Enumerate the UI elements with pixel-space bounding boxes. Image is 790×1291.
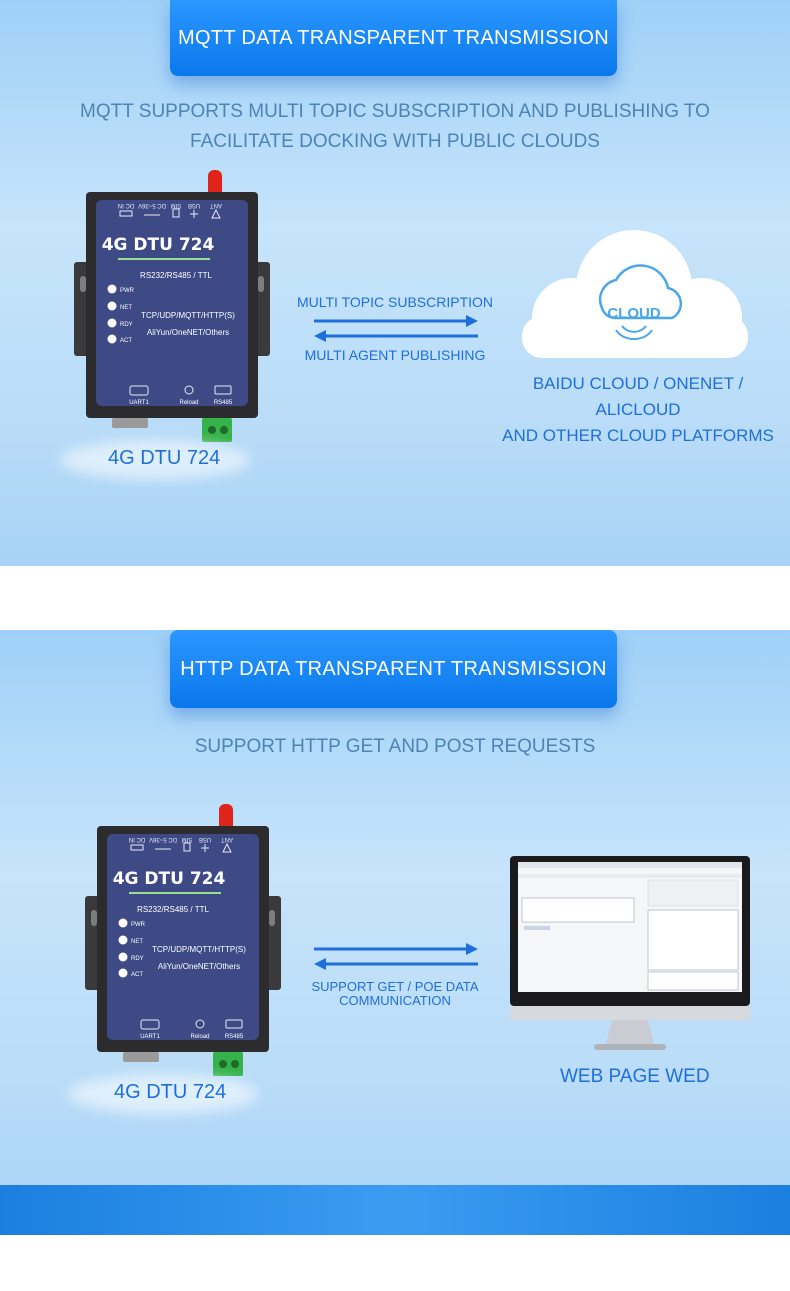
arrow-bottom-text: MULTI AGENT PUBLISHING bbox=[304, 347, 486, 363]
led-pwr-label: PWR bbox=[131, 922, 146, 928]
monitor-label: WEB PAGE WED bbox=[560, 1066, 710, 1087]
http-banner-title: HTTP DATA TRANSPARENT TRANSMISSION bbox=[180, 657, 607, 680]
monitor-icon bbox=[510, 856, 750, 1050]
http-subtitle: SUPPORT HTTP GET AND POST REQUESTS bbox=[194, 736, 596, 757]
dtu-device-image: DC IN DC 5~36V SIM USB ANT 4G DTU 724 RS… bbox=[74, 170, 270, 442]
port-uart-label: UART1 bbox=[129, 400, 149, 406]
device-label: 4G DTU 724 bbox=[108, 447, 221, 469]
device-label: 4G DTU 724 bbox=[114, 1081, 227, 1103]
port-ant-label: ANT bbox=[210, 202, 222, 208]
mqtt-banner: MQTT DATA TRANSPARENT TRANSMISSION bbox=[170, 0, 617, 76]
cloud-word: CLOUD bbox=[607, 305, 660, 322]
port-rs485-label: RS485 bbox=[225, 1034, 244, 1040]
device-clouds: AliYun/OneNET/Others bbox=[147, 328, 229, 337]
port-rs485-label: RS485 bbox=[214, 400, 233, 406]
port-reload-label: Reload bbox=[190, 1034, 209, 1040]
antenna-icon bbox=[219, 804, 233, 832]
arrow-text: SUPPORT GET / POE DATA COMMUNICATION bbox=[290, 980, 500, 1008]
device-interfaces: RS232/RS485 / TTL bbox=[140, 271, 212, 280]
port-dcin-label: DC IN bbox=[118, 202, 134, 208]
led-act-label: ACT bbox=[131, 972, 143, 978]
device-protocols: TCP/UDP/MQTT/HTTP(S) bbox=[152, 945, 246, 954]
port-ant-label: ANT bbox=[221, 836, 233, 842]
mqtt-banner-title: MQTT DATA TRANSPARENT TRANSMISSION bbox=[177, 26, 609, 49]
device-face bbox=[107, 834, 259, 1040]
led-rdy-label: RDY bbox=[131, 956, 144, 962]
device-title: 4G DTU 724 bbox=[102, 235, 215, 255]
led-act-label: ACT bbox=[120, 338, 132, 344]
cloud-line1: BAIDU CLOUD / ONENET / ALICLOUD bbox=[532, 374, 744, 419]
port-uart-label: UART1 bbox=[140, 1034, 160, 1040]
port-dc-label: DC 5~36V bbox=[138, 202, 166, 208]
arrow-line1: SUPPORT GET / POE DATA bbox=[311, 979, 479, 994]
cloud-line2: AND OTHER CLOUD PLATFORMS bbox=[502, 426, 774, 445]
device-reflection bbox=[60, 440, 250, 480]
port-sim-label: SIM bbox=[182, 836, 193, 842]
device-protocols: TCP/UDP/MQTT/HTTP(S) bbox=[141, 311, 235, 320]
cloud-icon: CLOUD bbox=[522, 230, 748, 358]
led-net-label: NET bbox=[120, 305, 132, 311]
device-title: 4G DTU 724 bbox=[113, 869, 226, 889]
http-banner: HTTP DATA TRANSPARENT TRANSMISSION bbox=[170, 630, 617, 708]
bottom-bar bbox=[0, 1185, 790, 1235]
led-pwr-label: PWR bbox=[120, 288, 135, 294]
mqtt-subtitle: MQTT SUPPORTS MULTI TOPIC SUBSCRIPTION A… bbox=[60, 97, 730, 157]
dtu-device-image: DC IN DC 5~36V SIM USB ANT 4G DTU 724 RS… bbox=[85, 804, 281, 1076]
port-dcin-label: DC IN bbox=[129, 836, 145, 842]
port-reload-label: Reload bbox=[179, 400, 198, 406]
http-section: HTTP DATA TRANSPARENT TRANSMISSION SUPPO… bbox=[0, 630, 790, 1235]
port-dc-label: DC 5~36V bbox=[149, 836, 177, 842]
double-arrow-icon bbox=[314, 943, 478, 970]
antenna-icon bbox=[208, 170, 222, 198]
cloud-platforms-text: BAIDU CLOUD / ONENET / ALICLOUD AND OTHE… bbox=[490, 371, 786, 449]
double-arrow-icon bbox=[314, 315, 478, 342]
led-net-label: NET bbox=[131, 939, 143, 945]
mqtt-subtitle-line1: MQTT SUPPORTS MULTI TOPIC SUBSCRIPTION A… bbox=[80, 101, 710, 122]
device-clouds: AliYun/OneNET/Others bbox=[158, 962, 240, 971]
arrow-top-text: MULTI TOPIC SUBSCRIPTION bbox=[296, 294, 494, 310]
led-rdy-label: RDY bbox=[120, 322, 133, 328]
port-usb-label: USB bbox=[199, 836, 211, 842]
port-usb-label: USB bbox=[188, 202, 200, 208]
device-face bbox=[96, 200, 248, 406]
port-sim-label: SIM bbox=[171, 202, 182, 208]
arrow-line2: COMMUNICATION bbox=[339, 993, 451, 1008]
mqtt-subtitle-line2: FACILITATE DOCKING WITH PUBLIC CLOUDS bbox=[190, 131, 600, 152]
device-reflection bbox=[68, 1074, 258, 1114]
mqtt-section: MQTT DATA TRANSPARENT TRANSMISSION MQTT … bbox=[0, 0, 790, 566]
device-interfaces: RS232/RS485 / TTL bbox=[137, 905, 209, 914]
